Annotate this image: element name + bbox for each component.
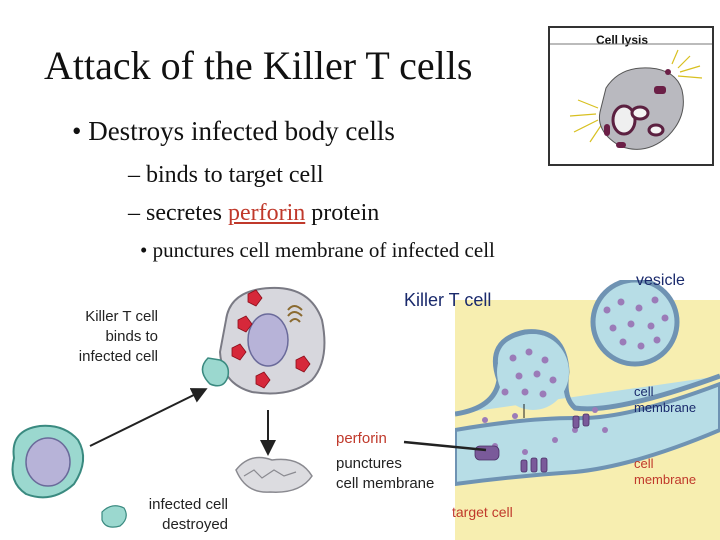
bullet-secretes: – secretes perforin protein (128, 200, 379, 227)
punctures-label: punctures cell membrane (336, 454, 434, 494)
binds-caption-line2: binds to (105, 328, 158, 345)
membrane-label-2-line1: cell (634, 456, 654, 471)
killer-cell-label: Killer T cell (404, 290, 492, 310)
cell-membrane-band (455, 381, 720, 487)
cell-lysis-inset: Cell lysis (548, 26, 714, 166)
punctures-label-line2: cell membrane (336, 475, 435, 492)
bullet-main: • Destroys infected body cells (72, 116, 395, 146)
killer-t-cell-top (201, 357, 230, 387)
destroyed-caption-line1: infected cell (148, 496, 228, 513)
bullet-main-text: Destroys infected body cells (88, 116, 395, 146)
bullet-secretes-suffix: protein (305, 200, 380, 226)
bullet-binds: – binds to target cell (128, 162, 324, 188)
golgi (287, 305, 303, 323)
destroyed-caption: infected cell destroyed (118, 495, 228, 535)
bullet-secretes-prefix: – secretes (128, 200, 228, 226)
perforin-term: perforin (227, 200, 306, 226)
destroyed-cell-debris (235, 456, 313, 493)
infected-cell-nucleus (247, 313, 289, 367)
vesicle (590, 280, 680, 367)
membrane-label-2: cell membrane (634, 456, 696, 488)
virus-particles (231, 289, 311, 389)
membrane-label-1: cell membrane (634, 384, 696, 416)
perforin-label: perforin (336, 430, 387, 447)
vesicle-label: vesicle (636, 272, 685, 289)
binds-caption-line3: infected cell (78, 348, 158, 365)
arrow-to-infected (89, 388, 208, 447)
cell-lysis-illustration (550, 43, 712, 150)
binds-caption: Killer T cell binds to infected cell (48, 307, 158, 367)
t-cell-fragment (101, 505, 127, 528)
punctures-label-line1: punctures (336, 455, 402, 472)
slide-title: Attack of the Killer T cells (44, 43, 473, 88)
binds-caption-line1: Killer T cell (85, 308, 158, 325)
destroyed-caption-line2: destroyed (162, 516, 228, 533)
killer-t-cell-nucleus (25, 437, 71, 487)
target-cell-label: target cell (452, 504, 513, 520)
bullet-punctures-text: punctures cell membrane of infected cell (152, 238, 495, 262)
membrane-label-2-line2: membrane (634, 472, 697, 487)
killer-cell-binding-diagram (11, 286, 326, 528)
membrane-label-1-line2: membrane (634, 400, 697, 415)
bullet-punctures: • punctures cell membrane of infected ce… (140, 238, 495, 262)
perforin-granules (482, 296, 669, 455)
perforin-membrane-diagram (455, 280, 720, 540)
membrane-label-1-line1: cell (634, 384, 654, 399)
